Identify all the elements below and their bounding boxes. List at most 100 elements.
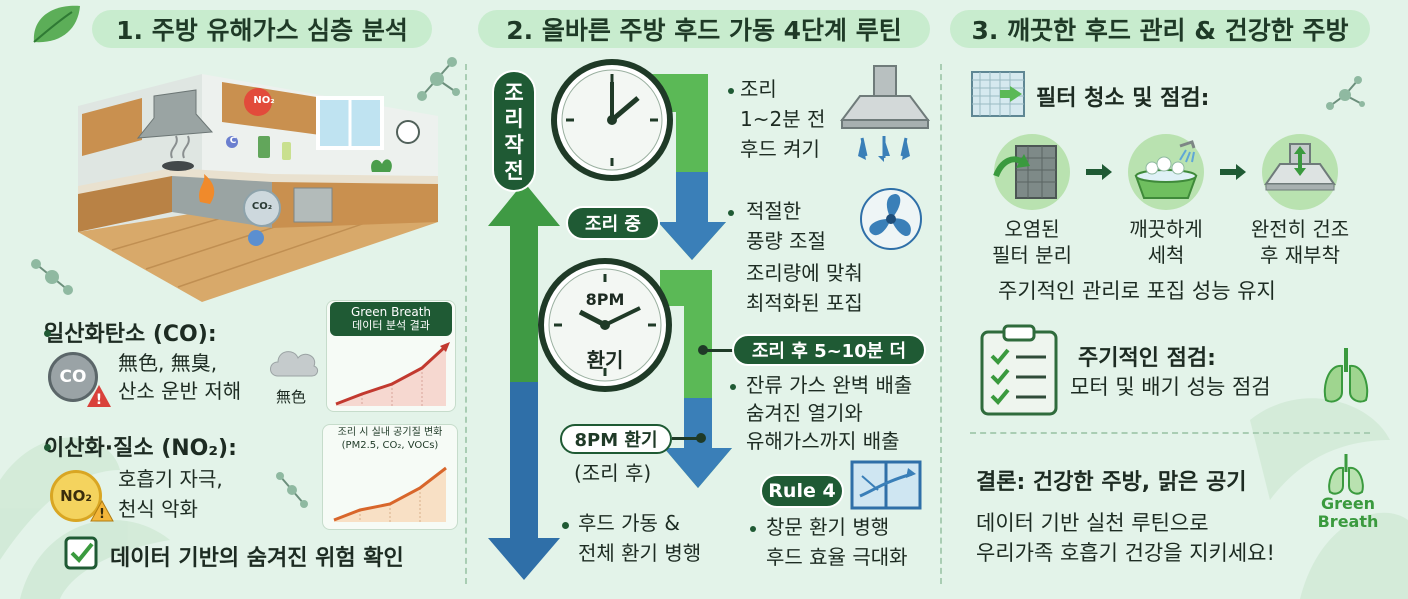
conclusion-title: 결론: 건강한 주방, 맑은 공기: [976, 470, 1247, 495]
brand-logo-line1: Green: [1320, 494, 1376, 513]
fan-icon: [860, 188, 922, 250]
connector-line: [672, 437, 700, 440]
no2-desc-2: 천식 악화: [118, 497, 198, 521]
molecule-icon: [276, 472, 308, 508]
no2-title: 이산화·질소 (NO₂):: [44, 436, 237, 461]
chart2-rising-line: [333, 466, 447, 522]
clock2-top-label: 8PM: [585, 290, 625, 309]
step-label-2-line1: 깨끗하게: [1129, 217, 1203, 241]
bottom-left-line1: 후드 가동 &: [578, 511, 680, 535]
filter-summary: 주기적인 관리로 포집 성능 유지: [998, 279, 1276, 303]
no2-desc-1: 호흡기 자극,: [118, 467, 223, 491]
step3-line2: 숨겨진 열기와: [746, 401, 863, 425]
co-gas-label: C: [229, 136, 237, 146]
no2-badge-label: NO₂: [60, 487, 92, 505]
no2-badge: NO₂: [50, 470, 102, 522]
cooking-pill: 조리 중: [566, 206, 660, 240]
step-label-1-line2: 필터 분리: [992, 243, 1072, 267]
arrow-right-icon: [1220, 164, 1246, 180]
co-desc-2: 산소 운반 저해: [118, 379, 242, 403]
filter-title: 필터 청소 및 점검:: [1036, 86, 1210, 111]
divider-1-2: [465, 64, 467, 584]
clock-icon: [538, 258, 672, 392]
vertical-double-arrow: [488, 182, 560, 580]
connector-dot: [698, 345, 708, 355]
step-label-3-line2: 후 재부착: [1260, 243, 1340, 267]
bullet-dot: [44, 330, 51, 337]
cloud-icon: [270, 351, 319, 377]
co2-gas-label: CO₂: [251, 201, 273, 212]
vent-pill: 8PM 환기: [560, 424, 672, 454]
conclusion-line2: 우리가족 호흡기 건강을 지키세요!: [976, 541, 1275, 565]
vent-sub: (조리 후): [574, 461, 652, 485]
svg-text:!: !: [99, 507, 105, 522]
brand-logo-line2: Breath: [1317, 512, 1379, 531]
check-icon: [64, 536, 98, 570]
inspect-desc: 모터 및 배기 성능 점검: [1070, 375, 1271, 399]
step-label-3-line1: 완전히 건조: [1250, 217, 1350, 241]
rule4-pill: Rule 4: [760, 474, 844, 508]
warning-icon: !: [87, 385, 111, 408]
bullet-dot: [750, 526, 756, 532]
bullet-dot: [562, 522, 569, 529]
chart1-header: Green Breath 데이터 분석 결과: [330, 302, 452, 336]
svg-text:!: !: [96, 392, 102, 408]
step-flow-arrow-2: [660, 270, 732, 488]
molecule-icon: [417, 57, 460, 101]
step2-line4: 최적화된 포집: [746, 291, 863, 315]
step1-line3: 후드 켜기: [740, 137, 820, 161]
step4-line1: 창문 환기 병행: [766, 515, 890, 539]
kitchen-illustration: [78, 74, 438, 302]
co-desc-1: 無色, 無臭,: [118, 351, 218, 375]
step-flow-arrow-1: [626, 74, 726, 260]
bullet-dot: [728, 88, 734, 94]
pre-cooking-label: 조리작전: [492, 70, 536, 192]
co-title: 일산화탄소 (CO):: [44, 322, 217, 347]
lungs-icon: [1328, 454, 1364, 495]
basin-icon: [1128, 134, 1204, 210]
hood-icon: [1262, 134, 1338, 210]
step2-line1: 적절한: [746, 199, 802, 223]
molecule-icon: [31, 259, 73, 295]
cooking-pill-label: 조리 중: [585, 214, 641, 235]
filter-removal-icon: [993, 134, 1070, 210]
pre-cooking-label-text: 조리작전: [504, 81, 524, 183]
rule4-pill-label: Rule 4: [768, 480, 836, 502]
chart1-header-line2: 데이터 분석 결과: [352, 319, 430, 332]
bullet-dot: [44, 444, 51, 451]
cloud-label: 無色: [276, 388, 307, 406]
section3-title: 3. 깨끗한 후드 관리 & 건강한 주방: [950, 10, 1370, 48]
inspect-title: 주기적인 점검:: [1078, 346, 1216, 371]
divider-2-3: [940, 64, 942, 584]
step-label-1-line1: 오염된: [1004, 217, 1060, 241]
range-hood-icon: [840, 65, 930, 162]
bullet-dot: [728, 210, 734, 216]
molecule-icon: [1326, 76, 1365, 110]
step2-line2: 풍량 조절: [746, 229, 826, 253]
step2-line3: 조리량에 맞춰: [746, 261, 863, 285]
chart2-header-line2: (PM2.5, CO₂, VOCs): [341, 440, 439, 451]
connector-line: [700, 349, 734, 352]
conclusion-line1: 데이터 기반 실천 루틴으로: [976, 511, 1209, 535]
step4-line2: 후드 효율 극대화: [766, 545, 908, 569]
clock-icon: [551, 59, 673, 181]
step3-line1: 잔류 가스 완벽 배출: [746, 373, 913, 397]
lungs-icon: [1323, 348, 1369, 403]
step1-line2: 1~2분 전: [740, 107, 826, 131]
step-label-2-line2: 세척: [1147, 243, 1185, 267]
step1-line1: 조리: [740, 77, 777, 101]
section2-title: 2. 올바른 주방 후드 가동 4단계 루틴: [478, 10, 930, 48]
chart1-header-line1: Green Breath: [350, 305, 432, 319]
window-icon: [850, 460, 922, 510]
divider-conclusion: [970, 432, 1370, 434]
leaf-icon: [33, 5, 80, 43]
connector-dot: [696, 433, 706, 443]
chart2-header-line1: 조리 시 실내 공기질 변화: [337, 427, 443, 438]
vent-pill-label: 8PM 환기: [574, 430, 658, 451]
arrow-right-icon: [1086, 164, 1112, 180]
step3-pill: 조리 후 5~10분 더: [732, 334, 926, 366]
co-badge-label: CO: [59, 367, 87, 387]
clock2-bottom-label: 환기: [586, 348, 624, 372]
check-text: 데이터 기반의 숨겨진 위험 확인: [110, 546, 404, 571]
chart1-rising-line: [335, 342, 450, 406]
